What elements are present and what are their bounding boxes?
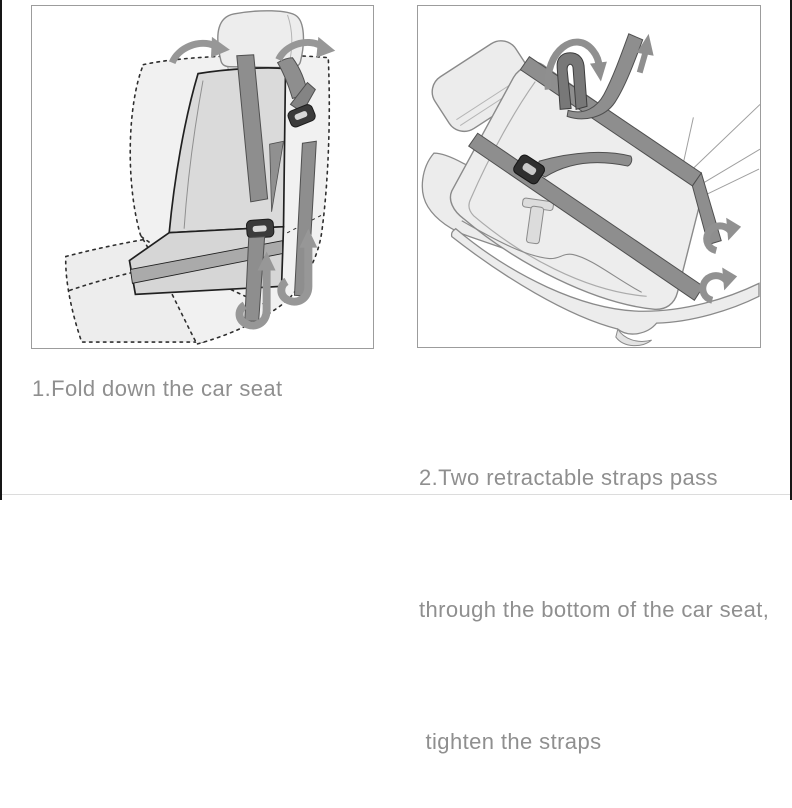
strap-buckle [245,218,275,239]
hook-over-headrest-arrow-right-icon [275,36,336,62]
seat-latch-tab [521,197,554,245]
retractable-strap-end [566,33,644,120]
strap-buckle [513,154,546,185]
step1-car-seat-drawing [64,10,336,345]
seat-back-corner-line [287,214,323,234]
center-strap [236,54,285,322]
strap-buckle [287,104,316,128]
seat-cushion-bottom-band [450,227,760,347]
step1-caption: 1.Fold down the car seat [32,376,283,401]
tighten-arrow-upper-icon [703,217,742,254]
screenshot-right-edge [790,0,792,500]
organizer-stripe [129,240,283,284]
right-strap [276,57,317,297]
lower-strap [468,132,705,301]
hook-over-headrest-arrow-left-icon [168,36,230,65]
step2-caption-line2: through the bottom of the car seat, [419,597,770,622]
tuck-strap-arrow-right-icon [277,228,318,306]
step2-caption-line3: tighten the straps [419,729,602,754]
pull-down-arrow-icon [269,140,285,212]
tuck-strap-arrow-left-icon [235,251,276,330]
strap-loop [556,52,588,111]
seat-seam-line [468,81,647,297]
pull-strap-up-arrow-icon [636,33,654,74]
screenshot-left-edge [0,0,2,500]
step2-caption-line1: 2.Two retractable straps pass [419,465,718,490]
step2-illustration-panel [417,5,761,348]
seat-lower-contour [461,220,642,293]
step2-car-seat-drawing [421,33,760,347]
step1-illustration-panel [31,5,374,349]
tighten-arrow-lower-icon [699,267,738,304]
pass-through-loop-arrow-icon [544,38,607,90]
bottom-divider-line [2,494,790,495]
car-interior-lines [681,104,760,197]
step2-caption: 2.Two retractable straps pass through th… [419,368,769,808]
